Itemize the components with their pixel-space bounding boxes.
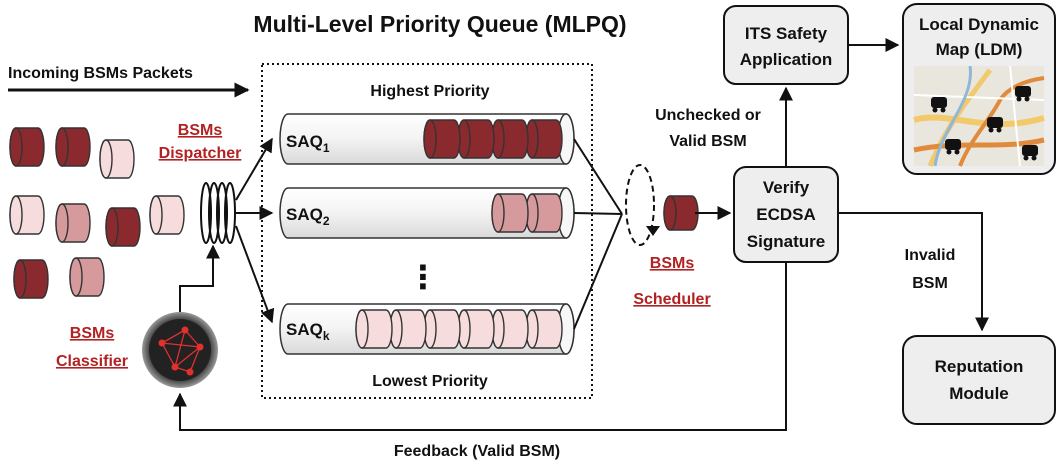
map-with-cars-icon (913, 65, 1045, 167)
incoming-packet (99, 139, 135, 179)
feedback-arrow (173, 262, 787, 431)
its-app-label-2: Application (740, 50, 833, 69)
edge-unchecked-2: Valid BSM (669, 133, 746, 150)
classifier-label-1: BSMs (70, 325, 115, 342)
incoming-packet (9, 195, 45, 235)
queue-packet (457, 119, 495, 159)
queue-out-2 (573, 212, 623, 215)
incoming-packet (105, 207, 141, 247)
incoming-packet (149, 195, 185, 235)
reputation-label-1: Reputation (935, 357, 1024, 376)
scheduled-packet-cylinder (663, 195, 699, 231)
verify-label-1: Verify (763, 178, 810, 197)
reputation-label-2: Module (949, 384, 1009, 403)
queue-packet (457, 309, 495, 349)
scheduler-icon (625, 164, 655, 246)
queue-packet (491, 193, 529, 233)
ldm-label-2: Map (LDM) (936, 40, 1023, 59)
queue-packet (423, 309, 461, 349)
queue-packet (491, 309, 529, 349)
queue-ellipsis: ⋮ (407, 259, 439, 295)
reputation-box (902, 335, 1056, 425)
queue-saq-1 (279, 113, 575, 165)
verify-label-2: ECDSA (756, 205, 816, 224)
queue-packet (525, 193, 563, 233)
incoming-label: Incoming BSMs Packets (8, 65, 193, 82)
scheduler-rotation-arrow (646, 226, 660, 236)
priority-high-label: Highest Priority (370, 83, 489, 100)
queue-packet (525, 119, 563, 159)
queue-out-k (573, 213, 623, 330)
network-graph-icon (142, 312, 218, 388)
scheduler-label-2: Scheduler (633, 291, 710, 308)
queue-label-1: SAQ1 (286, 132, 330, 155)
its-app-box (723, 5, 849, 85)
scheduler-label-1: BSMs (650, 255, 695, 272)
classifier-label-2: Classifier (56, 353, 128, 370)
incoming-packet (55, 127, 91, 167)
ldm-label-1: Local Dynamic (919, 15, 1039, 34)
queue-label-k: SAQk (286, 320, 330, 343)
priority-low-label: Lowest Priority (372, 373, 488, 390)
incoming-packets (9, 127, 185, 299)
dispatcher-label-2: Dispatcher (159, 145, 242, 162)
queue-packet (491, 119, 529, 159)
edge-unchecked-1: Unchecked or (655, 107, 761, 124)
incoming-packet (55, 203, 91, 243)
verify-to-reputation-arrow (838, 212, 989, 332)
dispatch-arrow-1 (235, 137, 273, 201)
its-app-label-1: ITS Safety (745, 24, 828, 43)
queue-packet (525, 309, 563, 349)
incoming-packet (9, 127, 45, 167)
queue-label-2: SAQ2 (286, 205, 330, 228)
dispatcher-icon (200, 182, 236, 244)
queue-packet (389, 309, 427, 349)
scheduled-packet (663, 195, 699, 231)
diagram-title: Multi-Level Priority Queue (MLPQ) (253, 11, 626, 37)
mlpq-box (261, 63, 593, 399)
feedback-label: Feedback (Valid BSM) (394, 443, 560, 460)
queue-packet (423, 119, 461, 159)
queue-packet (355, 309, 393, 349)
edge-invalid-1: Invalid (905, 247, 956, 264)
incoming-packet (13, 259, 49, 299)
dispatcher-label-1: BSMs (178, 122, 223, 139)
dispatch-arrow-k (235, 225, 275, 324)
incoming-packet (69, 257, 105, 297)
queue-saq-2 (279, 187, 575, 239)
edge-invalid-2: BSM (912, 275, 948, 292)
queue-saq-k (279, 303, 575, 355)
classifier-to-dispatcher-arrow (179, 244, 220, 312)
verify-label-3: Signature (747, 232, 825, 251)
queue-out-1 (573, 138, 623, 215)
